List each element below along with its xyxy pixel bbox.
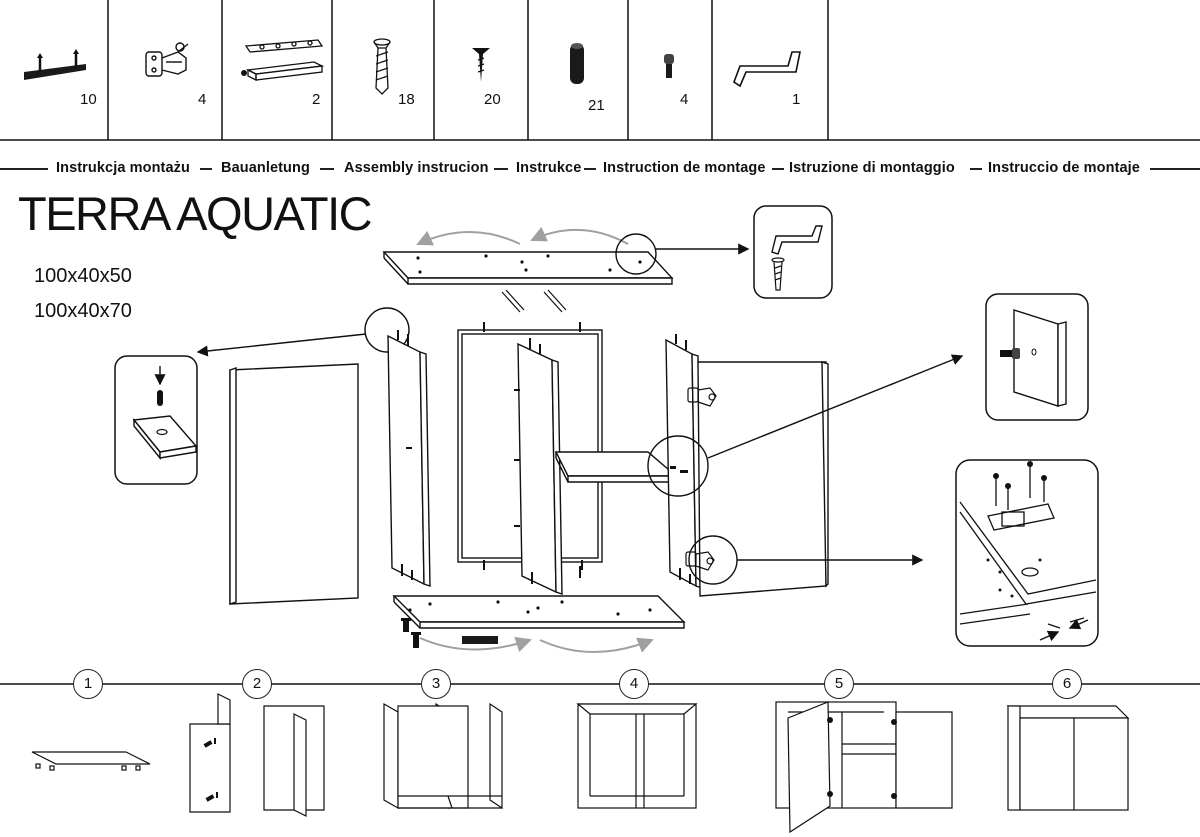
rotate-arrow — [416, 230, 521, 246]
part-quantity: 18 — [398, 91, 415, 108]
detail-circle — [615, 233, 657, 275]
divider-line — [772, 168, 784, 170]
divider-line — [320, 168, 334, 170]
confirmat-screw-icon — [373, 38, 391, 95]
step-number-3: 3 — [421, 669, 451, 699]
part-quantity: 10 — [80, 91, 97, 108]
allen-key-detail-box — [753, 205, 833, 299]
rotate-arrow — [419, 636, 532, 653]
step-2-illustration — [189, 693, 325, 817]
left-side-panel — [229, 363, 359, 605]
language-label-es: Instruccio de montaje — [988, 160, 1140, 176]
part-quantity: 2 — [312, 91, 321, 108]
divider-line — [1150, 168, 1200, 170]
step-number-1: 1 — [73, 669, 103, 699]
inner-side-panel — [387, 334, 431, 587]
divider-line — [584, 168, 596, 170]
part-quantity: 21 — [588, 97, 605, 114]
rotate-arrow — [539, 637, 654, 653]
top-panel — [382, 251, 674, 285]
language-label-pl: Instrukcja montażu — [56, 160, 190, 176]
hinge-detail-box — [955, 459, 1099, 647]
part-quantity: 4 — [680, 91, 689, 108]
top-panel-holes — [416, 254, 642, 274]
rotate-arrow — [530, 226, 629, 245]
step-number-4: 4 — [619, 669, 649, 699]
divider-line — [494, 168, 508, 170]
step-number-5: 5 — [824, 669, 854, 699]
language-label-it: Istruzione di montaggio — [789, 160, 955, 176]
middle-divider-panel — [517, 342, 563, 595]
part-quantity: 20 — [484, 91, 501, 108]
step-3-illustration — [383, 702, 503, 810]
divider-line — [200, 168, 212, 170]
divider-line — [0, 168, 48, 170]
detail-circle — [364, 307, 410, 353]
connector-plate-icon — [241, 39, 325, 82]
step-5-illustration — [775, 701, 953, 834]
wooden-dowel-icon — [570, 43, 584, 84]
allen-key-icon — [733, 51, 801, 88]
part-quantity: 1 — [792, 91, 801, 108]
language-label-fr: Instruction de montage — [603, 160, 766, 176]
product-dimension: 100x40x50 — [34, 265, 132, 287]
step-number-6: 6 — [1052, 669, 1082, 699]
wood-screw-icon — [472, 48, 490, 82]
detail-circle — [647, 435, 709, 497]
divider-line — [970, 168, 982, 170]
dowel-strip-icon — [462, 636, 498, 644]
step-4-illustration — [576, 703, 698, 809]
step-1-illustration — [31, 751, 151, 771]
shelf-pin-icon — [664, 54, 674, 78]
language-label-de: Bauanletung — [221, 160, 310, 176]
hinge-icon — [145, 42, 189, 77]
step-6-illustration — [1006, 705, 1130, 811]
exploded-assembly-diagram — [114, 205, 1099, 653]
dowel-strip-icon — [24, 49, 86, 80]
language-label-en: Assembly instrucion — [344, 160, 489, 176]
door-panel — [697, 361, 829, 597]
step-number-2: 2 — [242, 669, 272, 699]
parts-list: 10 4 — [0, 0, 1200, 142]
language-label-cz: Instrukce — [516, 160, 582, 176]
confirmat-screw-icon — [401, 618, 421, 648]
hinge-icon — [687, 387, 717, 407]
product-title: TERRA AQUATIC — [18, 187, 373, 240]
part-quantity: 4 — [198, 91, 207, 108]
parts-grid-lines — [0, 0, 1200, 141]
product-dimension: 100x40x70 — [34, 300, 132, 322]
